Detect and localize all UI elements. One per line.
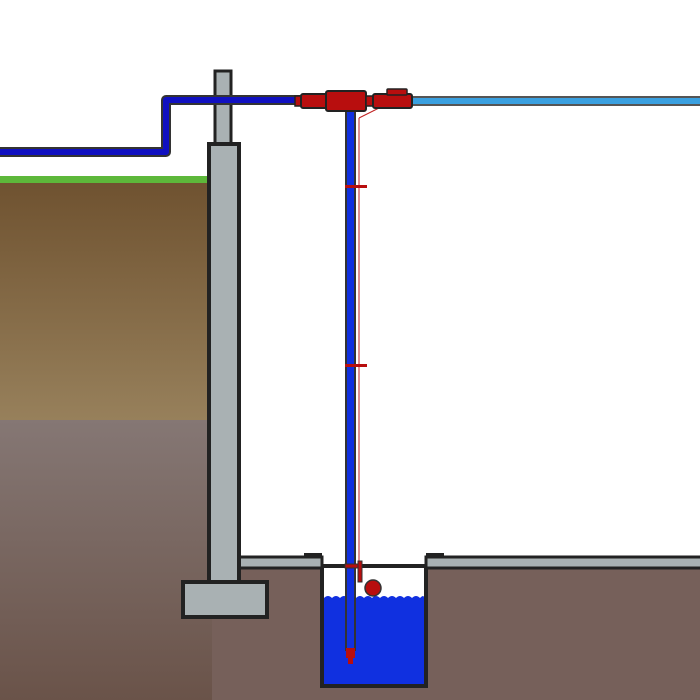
- floor-lip-right: [426, 553, 444, 557]
- soil-lower: [0, 420, 212, 700]
- wall-post: [213, 69, 233, 147]
- soil-upper: [0, 182, 212, 420]
- coupling-left: [300, 93, 328, 109]
- pipe-clip: [345, 364, 367, 367]
- tee-fitting: [325, 90, 367, 112]
- footing: [181, 580, 269, 619]
- pump-body: [346, 648, 355, 658]
- riser-pipe: [345, 107, 356, 651]
- pipe-clip: [345, 185, 367, 188]
- float-switch-arm: [357, 560, 363, 583]
- grass: [0, 176, 212, 183]
- water: [324, 596, 424, 684]
- check-valve-cap: [386, 88, 408, 96]
- discharge-pipe: [0, 97, 302, 155]
- outlet-pipe: [407, 96, 700, 106]
- foundation-wall: [207, 142, 241, 586]
- floor-lip-left: [304, 553, 322, 557]
- floor-slab-left: [236, 555, 324, 570]
- pump-intake: [348, 658, 353, 664]
- float-ball: [364, 579, 382, 597]
- soil-under-floor: [212, 566, 700, 700]
- check-valve: [372, 93, 413, 109]
- floor-slab-right: [424, 555, 700, 570]
